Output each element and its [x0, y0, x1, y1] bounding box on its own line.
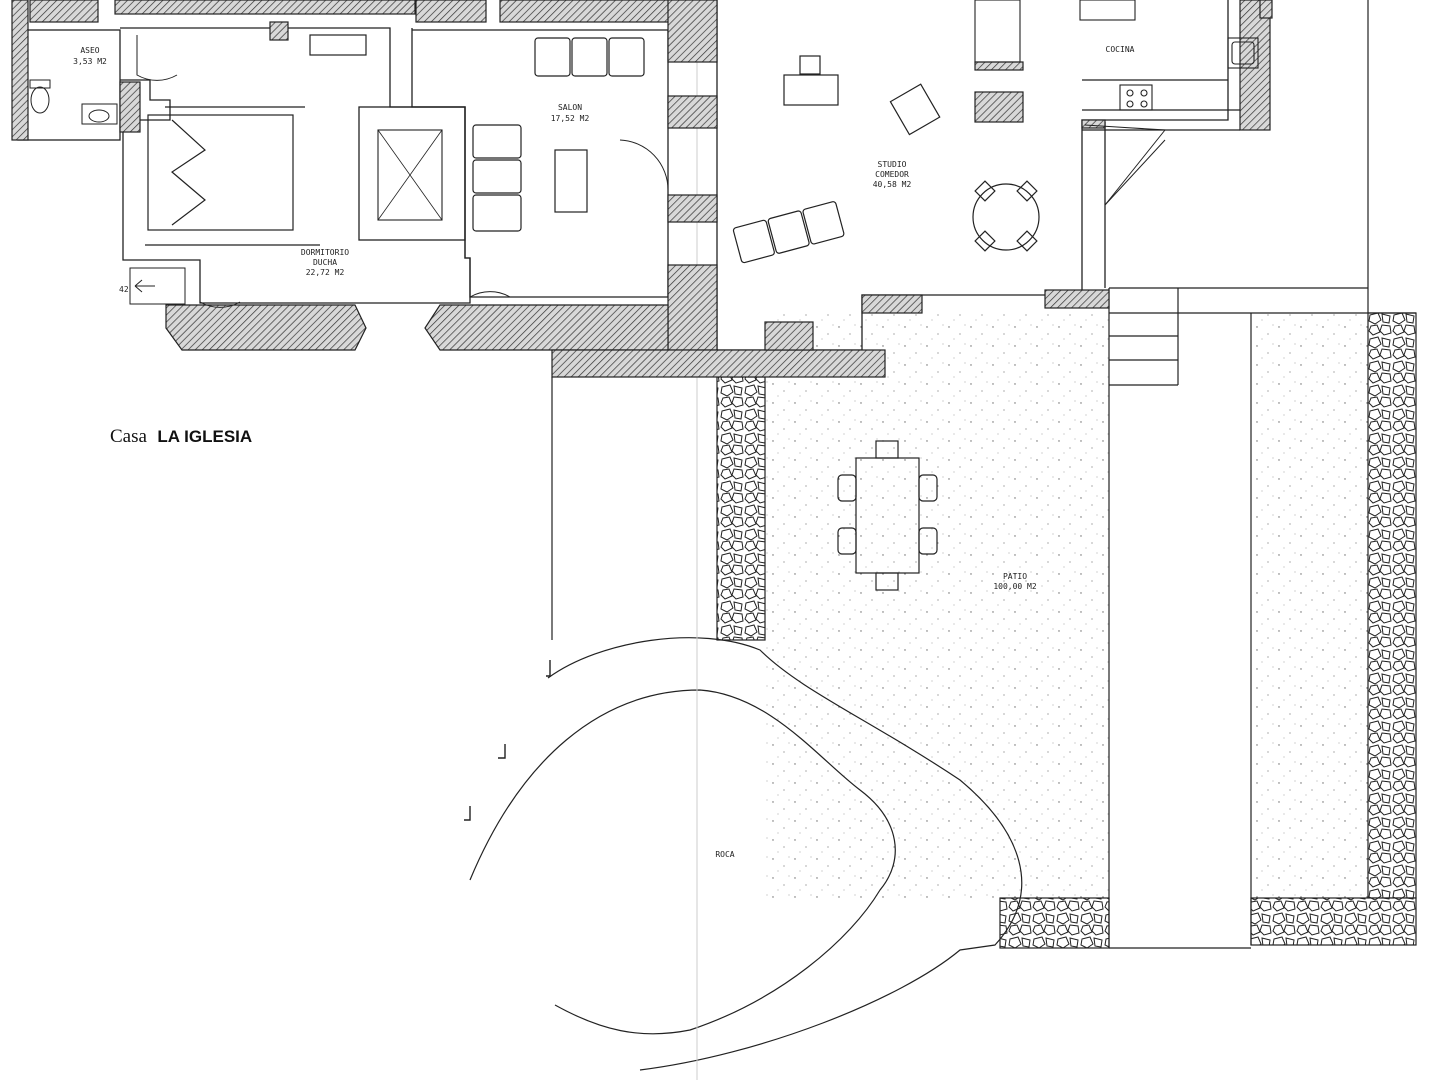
- sink-icon: [81, 103, 118, 125]
- patio-label: PATIO: [1003, 572, 1027, 581]
- patio-area: 100,00 M2: [993, 582, 1037, 591]
- patio-ground: [764, 313, 1109, 898]
- shower-tray: [377, 129, 443, 221]
- salon-label: SALON: [558, 103, 582, 112]
- exit-arrow-icon: [129, 267, 186, 305]
- ducha-label: DUCHA: [313, 258, 337, 267]
- walls: [11, 0, 1273, 378]
- title-name: LA IGLESIA: [157, 427, 253, 446]
- stone-wall-left: [716, 376, 766, 641]
- shower-cross: [377, 129, 443, 221]
- corner-marks: [464, 660, 551, 821]
- dormitorio-area: 22,72 M2: [306, 268, 345, 277]
- studio-furniture: [309, 34, 1040, 264]
- dormitorio-label: DORMITORIO: [301, 248, 349, 257]
- roca-label: ROCA: [715, 850, 734, 859]
- title-prefix: Casa: [110, 426, 147, 447]
- salon-area: 17,52 M2: [551, 114, 590, 123]
- patio-table-icon: [837, 440, 938, 591]
- kitchen-fixtures: [974, 0, 1259, 111]
- sofa-icon: [472, 37, 645, 232]
- door-swings: [136, 35, 1166, 308]
- studio-label: STUDIO: [878, 160, 907, 169]
- rock-outer: [547, 637, 1023, 1071]
- aseo-area: 3,53 M2: [73, 57, 107, 66]
- side-strip-ground: [1251, 313, 1368, 898]
- stone-wall-bottom-b: [1250, 897, 1417, 946]
- studio-area: 40,58 M2: [873, 180, 912, 189]
- stone-wall-bottom-a: [999, 897, 1110, 949]
- stone-wall-right: [1367, 312, 1417, 899]
- patio-outlines: [551, 0, 1416, 949]
- cocina-label: COCINA: [1106, 45, 1135, 54]
- plan-title: Casa LA IGLESIA: [110, 426, 252, 448]
- aseo-label: ASEO: [80, 46, 99, 55]
- bed-icon: [147, 114, 294, 231]
- rock-inner: [469, 689, 896, 1035]
- comedor-label: COMEDOR: [875, 170, 909, 179]
- edge-fragment-label: 42: [119, 285, 129, 294]
- toilet-icon: [29, 79, 51, 114]
